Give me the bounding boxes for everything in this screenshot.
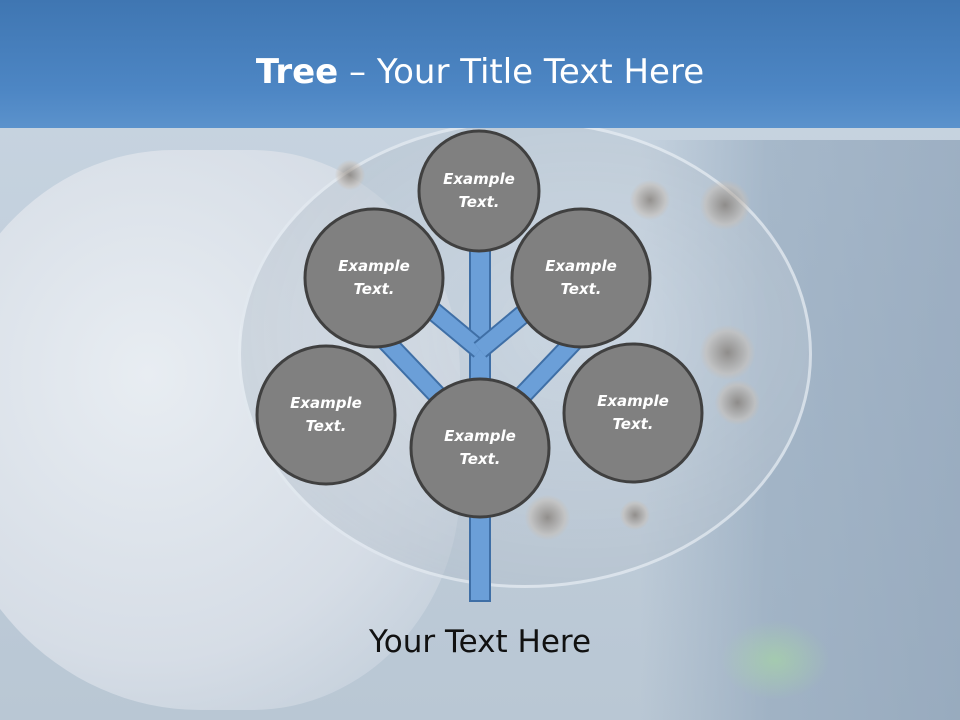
colony-decoration [700, 180, 750, 230]
node-label-line2: Text. [353, 280, 395, 298]
node-lower-right [562, 342, 704, 484]
node-top [417, 129, 541, 253]
tree-nodes [255, 129, 704, 519]
node-label-line1: Example [545, 257, 617, 275]
title-strong: Tree [255, 52, 339, 92]
node-label-line1: Example [290, 394, 362, 412]
colony-decoration [525, 495, 570, 540]
node-label-top: Example Text. [419, 168, 539, 214]
title-dash: – [338, 52, 377, 92]
subtitle-text: Your Text Here [368, 624, 592, 660]
node-label-line1: Example [597, 392, 669, 410]
node-lower-left [255, 344, 397, 486]
node-label-line2: Text. [459, 450, 501, 468]
node-label-upper-left: Example Text. [314, 255, 434, 301]
colony-decoration [335, 160, 365, 190]
green-glow-background [720, 620, 830, 700]
node-label-lower-left: Example Text. [266, 392, 386, 438]
colony-decoration [700, 325, 755, 380]
colony-decoration [630, 180, 670, 220]
node-label-line2: Text. [305, 417, 347, 435]
colony-decoration [620, 500, 650, 530]
node-center [409, 377, 551, 519]
node-label-line2: Text. [560, 280, 602, 298]
node-label-center: Example Text. [420, 425, 540, 471]
node-label-line1: Example [338, 257, 410, 275]
node-label-line1: Example [444, 427, 516, 445]
node-label-line1: Example [443, 170, 515, 188]
node-upper-right [510, 207, 652, 349]
node-label-line2: Text. [612, 415, 654, 433]
colony-decoration [715, 380, 760, 425]
node-label-line2: Text. [458, 193, 500, 211]
node-label-lower-right: Example Text. [573, 390, 693, 436]
node-upper-left [303, 207, 445, 349]
title-rest: Your Title Text Here [376, 52, 705, 92]
title-bar: Tree – Your Title Text Here [0, 0, 960, 128]
slide-title: Tree – Your Title Text Here [0, 52, 960, 92]
node-label-upper-right: Example Text. [521, 255, 641, 301]
